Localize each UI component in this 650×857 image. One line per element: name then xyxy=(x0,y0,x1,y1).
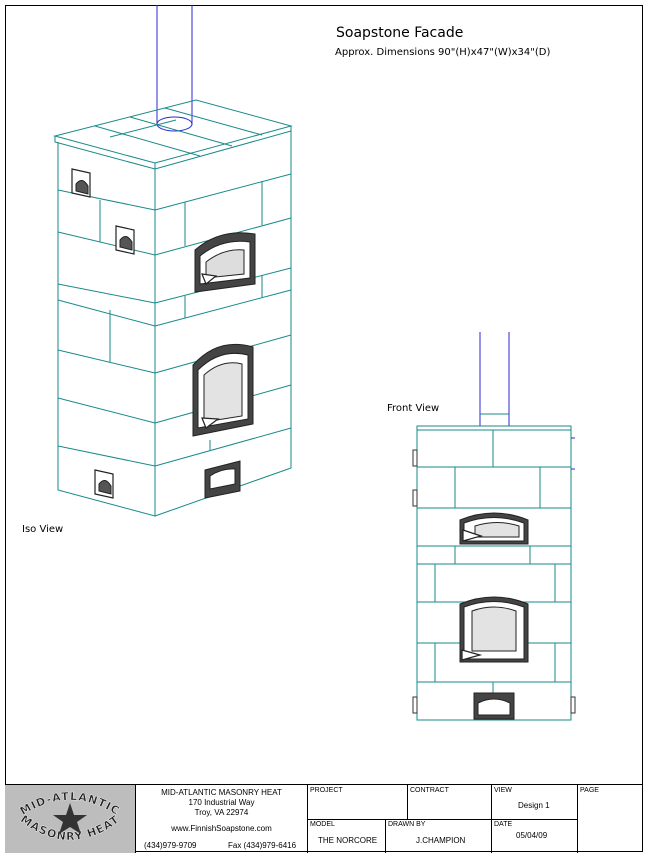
drawn-by-label: DRAWN BY xyxy=(388,821,426,828)
model-label: MODEL xyxy=(310,821,335,828)
project-cell: PROJECT xyxy=(307,785,407,819)
drawn-by-value: J.CHAMPION xyxy=(416,836,466,845)
iso-top-cap xyxy=(53,99,293,170)
front-outline xyxy=(416,425,572,721)
front-side-markers xyxy=(571,437,575,470)
iso-oven-door xyxy=(194,232,256,293)
iso-front-face xyxy=(154,131,292,517)
company-fax: Fax (434)979-6416 xyxy=(228,841,297,850)
company-address-block: MID-ATLANTIC MASONRY HEAT 170 Industrial… xyxy=(135,785,307,853)
iso-view-label: Iso View xyxy=(22,524,64,535)
contract-label: CONTRACT xyxy=(410,787,449,794)
view-label: VIEW xyxy=(494,787,512,794)
model-value: THE NORCORE xyxy=(318,836,378,845)
iso-flue-pipe xyxy=(156,5,193,132)
front-view-drawing xyxy=(412,332,576,721)
front-oven-door xyxy=(459,512,529,545)
company-city: Troy, VA 22974 xyxy=(194,808,249,817)
front-side-brackets xyxy=(412,449,576,714)
iso-view-drawing xyxy=(53,5,293,517)
date-value: 05/04/09 xyxy=(516,831,548,840)
iso-side-cleanouts xyxy=(71,168,135,499)
title-block: MID-ATLANTIC MASONRY HEAT MID-ATLANTIC M… xyxy=(5,784,643,853)
contract-cell: CONTRACT xyxy=(407,785,491,819)
front-flue-pipe xyxy=(479,332,510,426)
front-firebox-door xyxy=(459,596,529,663)
title-block-divider xyxy=(307,819,577,820)
front-ash-door xyxy=(473,692,515,720)
iso-firebox-door xyxy=(192,343,254,437)
drawing-title: Soapstone Facade xyxy=(336,25,464,41)
project-label: PROJECT xyxy=(310,787,343,794)
date-label: DATE xyxy=(494,821,513,828)
iso-side-face xyxy=(57,142,156,517)
company-logo: MID-ATLANTIC MASONRY HEAT xyxy=(5,785,135,853)
star-icon xyxy=(53,803,87,834)
company-phone: (434)979-9709 xyxy=(144,841,197,850)
view-value: Design 1 xyxy=(518,801,550,810)
company-name: MID-ATLANTIC MASONRY HEAT xyxy=(161,788,282,797)
iso-ash-door xyxy=(204,460,241,499)
model-cell: MODEL THE NORCORE xyxy=(307,819,385,853)
view-cell: VIEW Design 1 xyxy=(491,785,577,819)
page-label: PAGE xyxy=(580,787,599,794)
stove-drawings xyxy=(53,5,576,721)
front-view-label: Front View xyxy=(387,403,440,414)
date-cell: DATE 05/04/09 xyxy=(491,819,577,853)
dimensions-note: Approx. Dimensions 90"(H)x47"(W)x34"(D) xyxy=(335,47,551,58)
page-cell: PAGE xyxy=(577,785,643,853)
company-website: www.FinnishSoapstone.com xyxy=(171,824,272,833)
sheet-border xyxy=(5,5,643,852)
company-street: 170 Industrial Way xyxy=(188,798,255,807)
drawn-by-cell: DRAWN BY J.CHAMPION xyxy=(385,819,491,853)
